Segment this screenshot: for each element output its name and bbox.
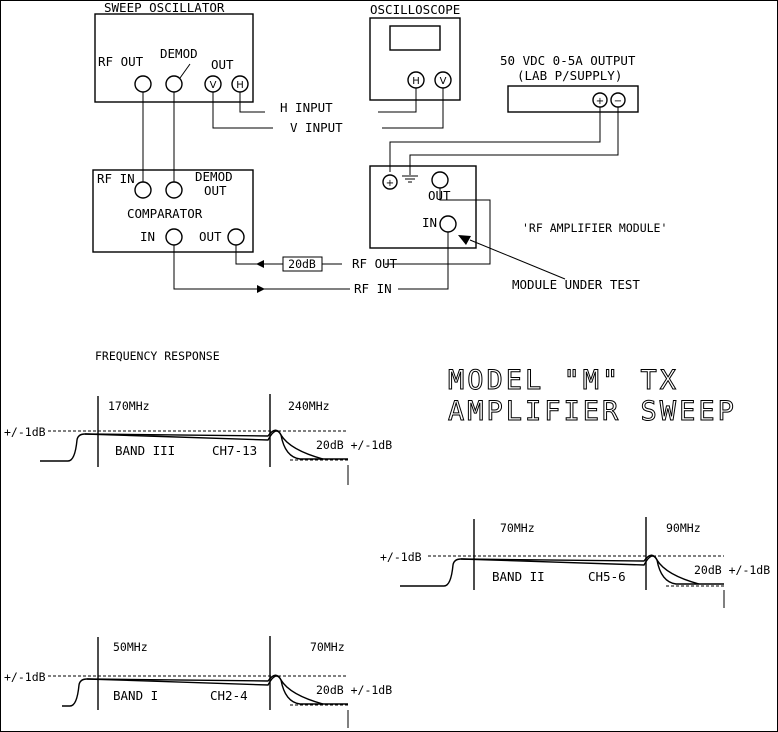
comparator-in-label: IN (140, 229, 155, 244)
attenuator-box (282, 256, 323, 272)
rf-out-wire-left (235, 245, 283, 265)
comparator-out-label: OUT (199, 229, 222, 244)
module-in-jack (439, 215, 457, 233)
rf-in-wire-right (398, 232, 449, 290)
h-wire-left (239, 92, 265, 113)
band-plot-3-band: BAND I (113, 688, 158, 703)
scope-h-pin: H (412, 76, 420, 87)
band-plot-2-f-low: 70MHz (500, 521, 535, 535)
demod-pointer (179, 63, 191, 79)
band-plot-1-right-label: 20dB +/-1dB (316, 438, 392, 452)
rf-in-label: RF IN (354, 281, 392, 296)
module-in-label: IN (422, 215, 437, 230)
band-plot-3-channels: CH2-4 (210, 688, 248, 703)
v-input-label: V INPUT (290, 120, 343, 135)
band-plot-3-curve-a (62, 674, 348, 707)
band-plot-1-channels: CH7-13 (212, 443, 257, 458)
psu-line1: 50 VDC 0-5A OUTPUT (500, 53, 636, 68)
sweep-oscillator-title: SWEEP OSCILLATOR (104, 0, 225, 15)
band-plot-2-right-label: 20dB +/-1dB (694, 563, 770, 577)
module-pointer-line (469, 239, 566, 280)
band-plot-1-band: BAND III (115, 443, 175, 458)
band-plot-1: 170MHz 240MHz +/-1dB BAND III CH7-13 20d… (4, 394, 392, 485)
psu-minus-wire (409, 107, 619, 175)
sweep-v-pin: V (210, 80, 217, 91)
band-plot-3-right-label: 20dB +/-1dB (316, 683, 392, 697)
band-plot-2-channels: CH5-6 (588, 569, 626, 584)
band-plot-1-f-high: 240MHz (288, 399, 330, 413)
comparator-rf-in-label: RF IN (97, 171, 135, 186)
comparator-in-jack (165, 228, 183, 246)
rf-out-label: RF OUT (352, 256, 398, 271)
band-plot-1-tol: +/-1dB (4, 425, 46, 439)
oscilloscope-screen (389, 25, 441, 51)
band-plot-2-curve-b (460, 555, 700, 585)
rf-out-wire-right (385, 188, 491, 265)
psu-box (507, 85, 639, 113)
comparator-box (92, 169, 254, 253)
title-line1: MODEL "M" TX (448, 365, 679, 396)
sweep-oscillator: SWEEP OSCILLATOR RF OUT DEMOD OUT V H (94, 0, 254, 103)
sweep-h-pin: H (236, 80, 244, 91)
comparator-demod-out-label: OUT (204, 183, 227, 198)
attenuator-label: 20dB (288, 257, 316, 271)
v-wire-right (382, 88, 444, 129)
band-plot-2-curve-a (400, 554, 724, 587)
comparator-rf-in-jack (134, 181, 152, 199)
amplifier-module: + OUT IN 'RF AMPLIFIER MODULE' MODULE UN… (369, 165, 667, 292)
comparator-demod-label: DEMOD (195, 169, 233, 184)
band-plot-3-curve-b (86, 675, 324, 705)
psu-minus: − (614, 96, 622, 107)
h-input-label: H INPUT (280, 100, 333, 115)
ground-symbol (402, 175, 418, 183)
sweep-demod-jack (165, 75, 183, 93)
v-wire-left (212, 92, 273, 129)
band-plot-3-tol: +/-1dB (4, 670, 46, 684)
rf-in-arrow (257, 285, 265, 293)
comparator-out-jack (227, 228, 245, 246)
module-plus: + (386, 178, 394, 189)
oscilloscope-box (369, 17, 461, 101)
freq-response-heading: FREQUENCY RESPONSE (95, 349, 220, 363)
sweep-rf-out-label: RF OUT (98, 54, 144, 69)
scope-v-pin: V (440, 76, 447, 87)
module-name: 'RF AMPLIFIER MODULE' (522, 221, 667, 235)
oscilloscope-title: OSCILLOSCOPE (370, 2, 460, 17)
band-plot-2-band: BAND II (492, 569, 545, 584)
module-under-test-label: MODULE UNDER TEST (512, 277, 640, 292)
rf-in-wire-left (173, 245, 350, 290)
module-plus-jack (382, 174, 398, 190)
title-line2: AMPLIFIER SWEEP (448, 396, 737, 427)
h-wire-right (378, 88, 417, 113)
band-plot-3: 50MHz 70MHz +/-1dB BAND I CH2-4 20dB +/-… (4, 636, 392, 728)
module-out-jack (431, 171, 449, 189)
comparator: RF IN DEMOD OUT COMPARATOR IN OUT (92, 169, 254, 253)
band-plot-3-f-high: 70MHz (310, 640, 345, 654)
band-plot-1-curve-b (84, 430, 324, 460)
module-box (369, 165, 477, 249)
band-plot-2-tol: +/-1dB (380, 550, 422, 564)
band-plot-2: 70MHz 90MHz +/-1dB BAND II CH5-6 20dB +/… (380, 517, 770, 608)
band-plot-1-f-low: 170MHz (108, 399, 150, 413)
sweep-demod-label: DEMOD (160, 46, 198, 61)
comparator-title: COMPARATOR (127, 206, 203, 221)
oscilloscope: OSCILLOSCOPE H V H INPUT V INPUT (280, 2, 461, 135)
band-plot-3-f-low: 50MHz (113, 640, 148, 654)
band-plot-1-curve-a (40, 429, 348, 462)
band-plot-2-f-high: 90MHz (666, 521, 701, 535)
psu-line2: (LAB P/SUPPLY) (517, 68, 622, 83)
module-pointer-arrow (458, 235, 471, 245)
psu-plus: + (596, 96, 604, 107)
power-supply: 50 VDC 0-5A OUTPUT (LAB P/SUPPLY) + − (500, 53, 639, 113)
sweep-out-label: OUT (211, 57, 234, 72)
psu-plus-wire (389, 107, 601, 172)
sweep-rf-out-jack (134, 75, 152, 93)
comparator-demod-jack (165, 181, 183, 199)
